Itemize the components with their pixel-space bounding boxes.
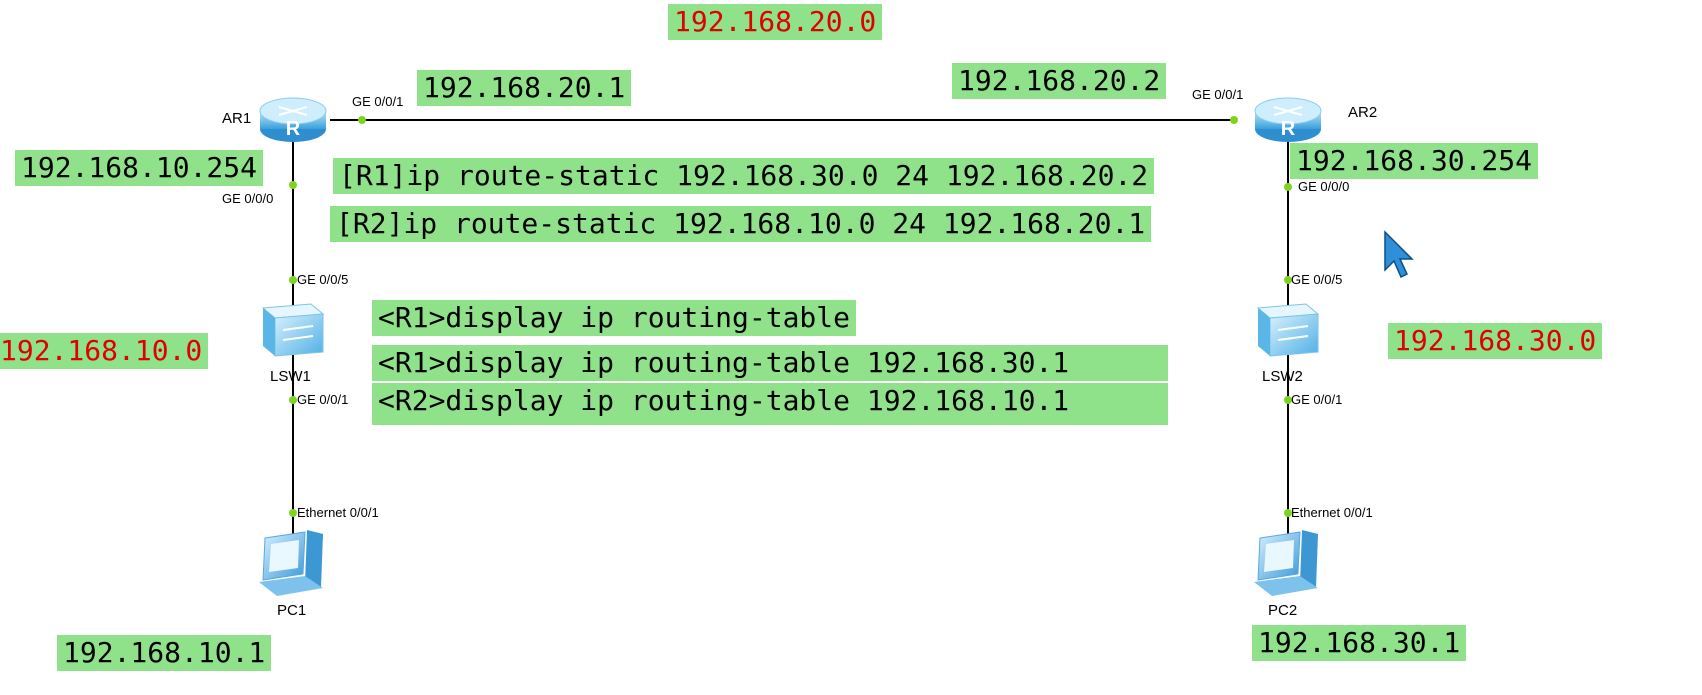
- device-label-pc2: PC2: [1268, 602, 1298, 619]
- device-label-ar2: AR2: [1348, 104, 1378, 121]
- port-dots: [289, 116, 1292, 517]
- port-dot-ar1-ge001: [358, 116, 366, 124]
- ip-label-ar1-ge000: 192.168.10.254: [15, 150, 264, 186]
- port-label-lsw2-ge001: GE 0/0/1: [1291, 392, 1343, 407]
- port-dot-lsw2-ge005: [1284, 276, 1292, 284]
- port-dot-lsw1-ge005: [289, 276, 297, 284]
- port-label-lsw1-ge001: GE 0/0/1: [297, 392, 349, 407]
- ip-label-ar2-ge001: 192.168.20.2: [952, 63, 1167, 99]
- port-label-pc1-eth: Ethernet 0/0/1: [297, 505, 379, 520]
- port-label-pc2-eth: Ethernet 0/0/1: [1291, 505, 1373, 520]
- port-label-ar1-ge001: GE 0/0/1: [352, 94, 404, 109]
- device-label-pc1: PC1: [277, 602, 307, 619]
- port-label-lsw1-ge005: GE 0/0/5: [297, 272, 349, 287]
- network-label-left: 192.168.10.0: [0, 333, 209, 369]
- port-label-ar1-ge000: GE 0/0/0: [222, 191, 274, 206]
- ip-label-pc2: 192.168.30.1: [1252, 625, 1467, 661]
- port-label-ar2-ge000: GE 0/0/0: [1298, 179, 1350, 194]
- port-dot-ar1-ge000: [289, 181, 297, 189]
- port-label-ar2-ge001: GE 0/0/1: [1192, 87, 1244, 102]
- ip-label-ar2-ge000: 192.168.30.254: [1290, 143, 1539, 179]
- switch-icon[interactable]: [261, 303, 325, 357]
- device-label-ar1: AR1: [222, 110, 252, 127]
- switch-icon[interactable]: [1256, 303, 1320, 357]
- command-display-routing-table: <R1>display ip routing-table: [372, 300, 857, 336]
- port-dot-pc2-eth: [1284, 509, 1292, 517]
- mouse-cursor-icon: [1384, 230, 1414, 279]
- port-dot-ar2-ge001: [1230, 116, 1238, 124]
- port-dot-lsw2-ge001: [1284, 396, 1292, 404]
- command-static-route-r1: [R1]ip route-static 192.168.30.0 24 192.…: [333, 158, 1155, 194]
- network-label-top: 192.168.20.0: [668, 4, 883, 40]
- port-label-lsw2-ge005: GE 0/0/5: [1291, 272, 1343, 287]
- pc-icon[interactable]: [1254, 530, 1318, 596]
- ip-label-ar1-ge001: 192.168.20.1: [417, 70, 632, 106]
- port-dot-pc1-eth: [289, 509, 297, 517]
- svg-text:R: R: [286, 118, 301, 140]
- port-dot-ar2-ge000: [1284, 183, 1292, 191]
- command-display-routing-table-r2: <R2>display ip routing-table 192.168.10.…: [372, 383, 1168, 425]
- command-display-routing-table-r1: <R1>display ip routing-table 192.168.30.…: [372, 345, 1168, 381]
- ip-label-pc1: 192.168.10.1: [57, 635, 272, 671]
- svg-text:R: R: [1281, 118, 1296, 140]
- device-label-lsw1: LSW1: [270, 368, 311, 385]
- pc-icon[interactable]: [259, 530, 323, 596]
- port-dot-lsw1-ge001: [289, 396, 297, 404]
- command-static-route-r2: [R2]ip route-static 192.168.10.0 24 192.…: [330, 206, 1152, 242]
- device-label-lsw2: LSW2: [1262, 368, 1303, 385]
- router-icon[interactable]: R: [1254, 97, 1322, 142]
- network-label-right: 192.168.30.0: [1388, 323, 1603, 359]
- router-icon[interactable]: R: [259, 97, 327, 142]
